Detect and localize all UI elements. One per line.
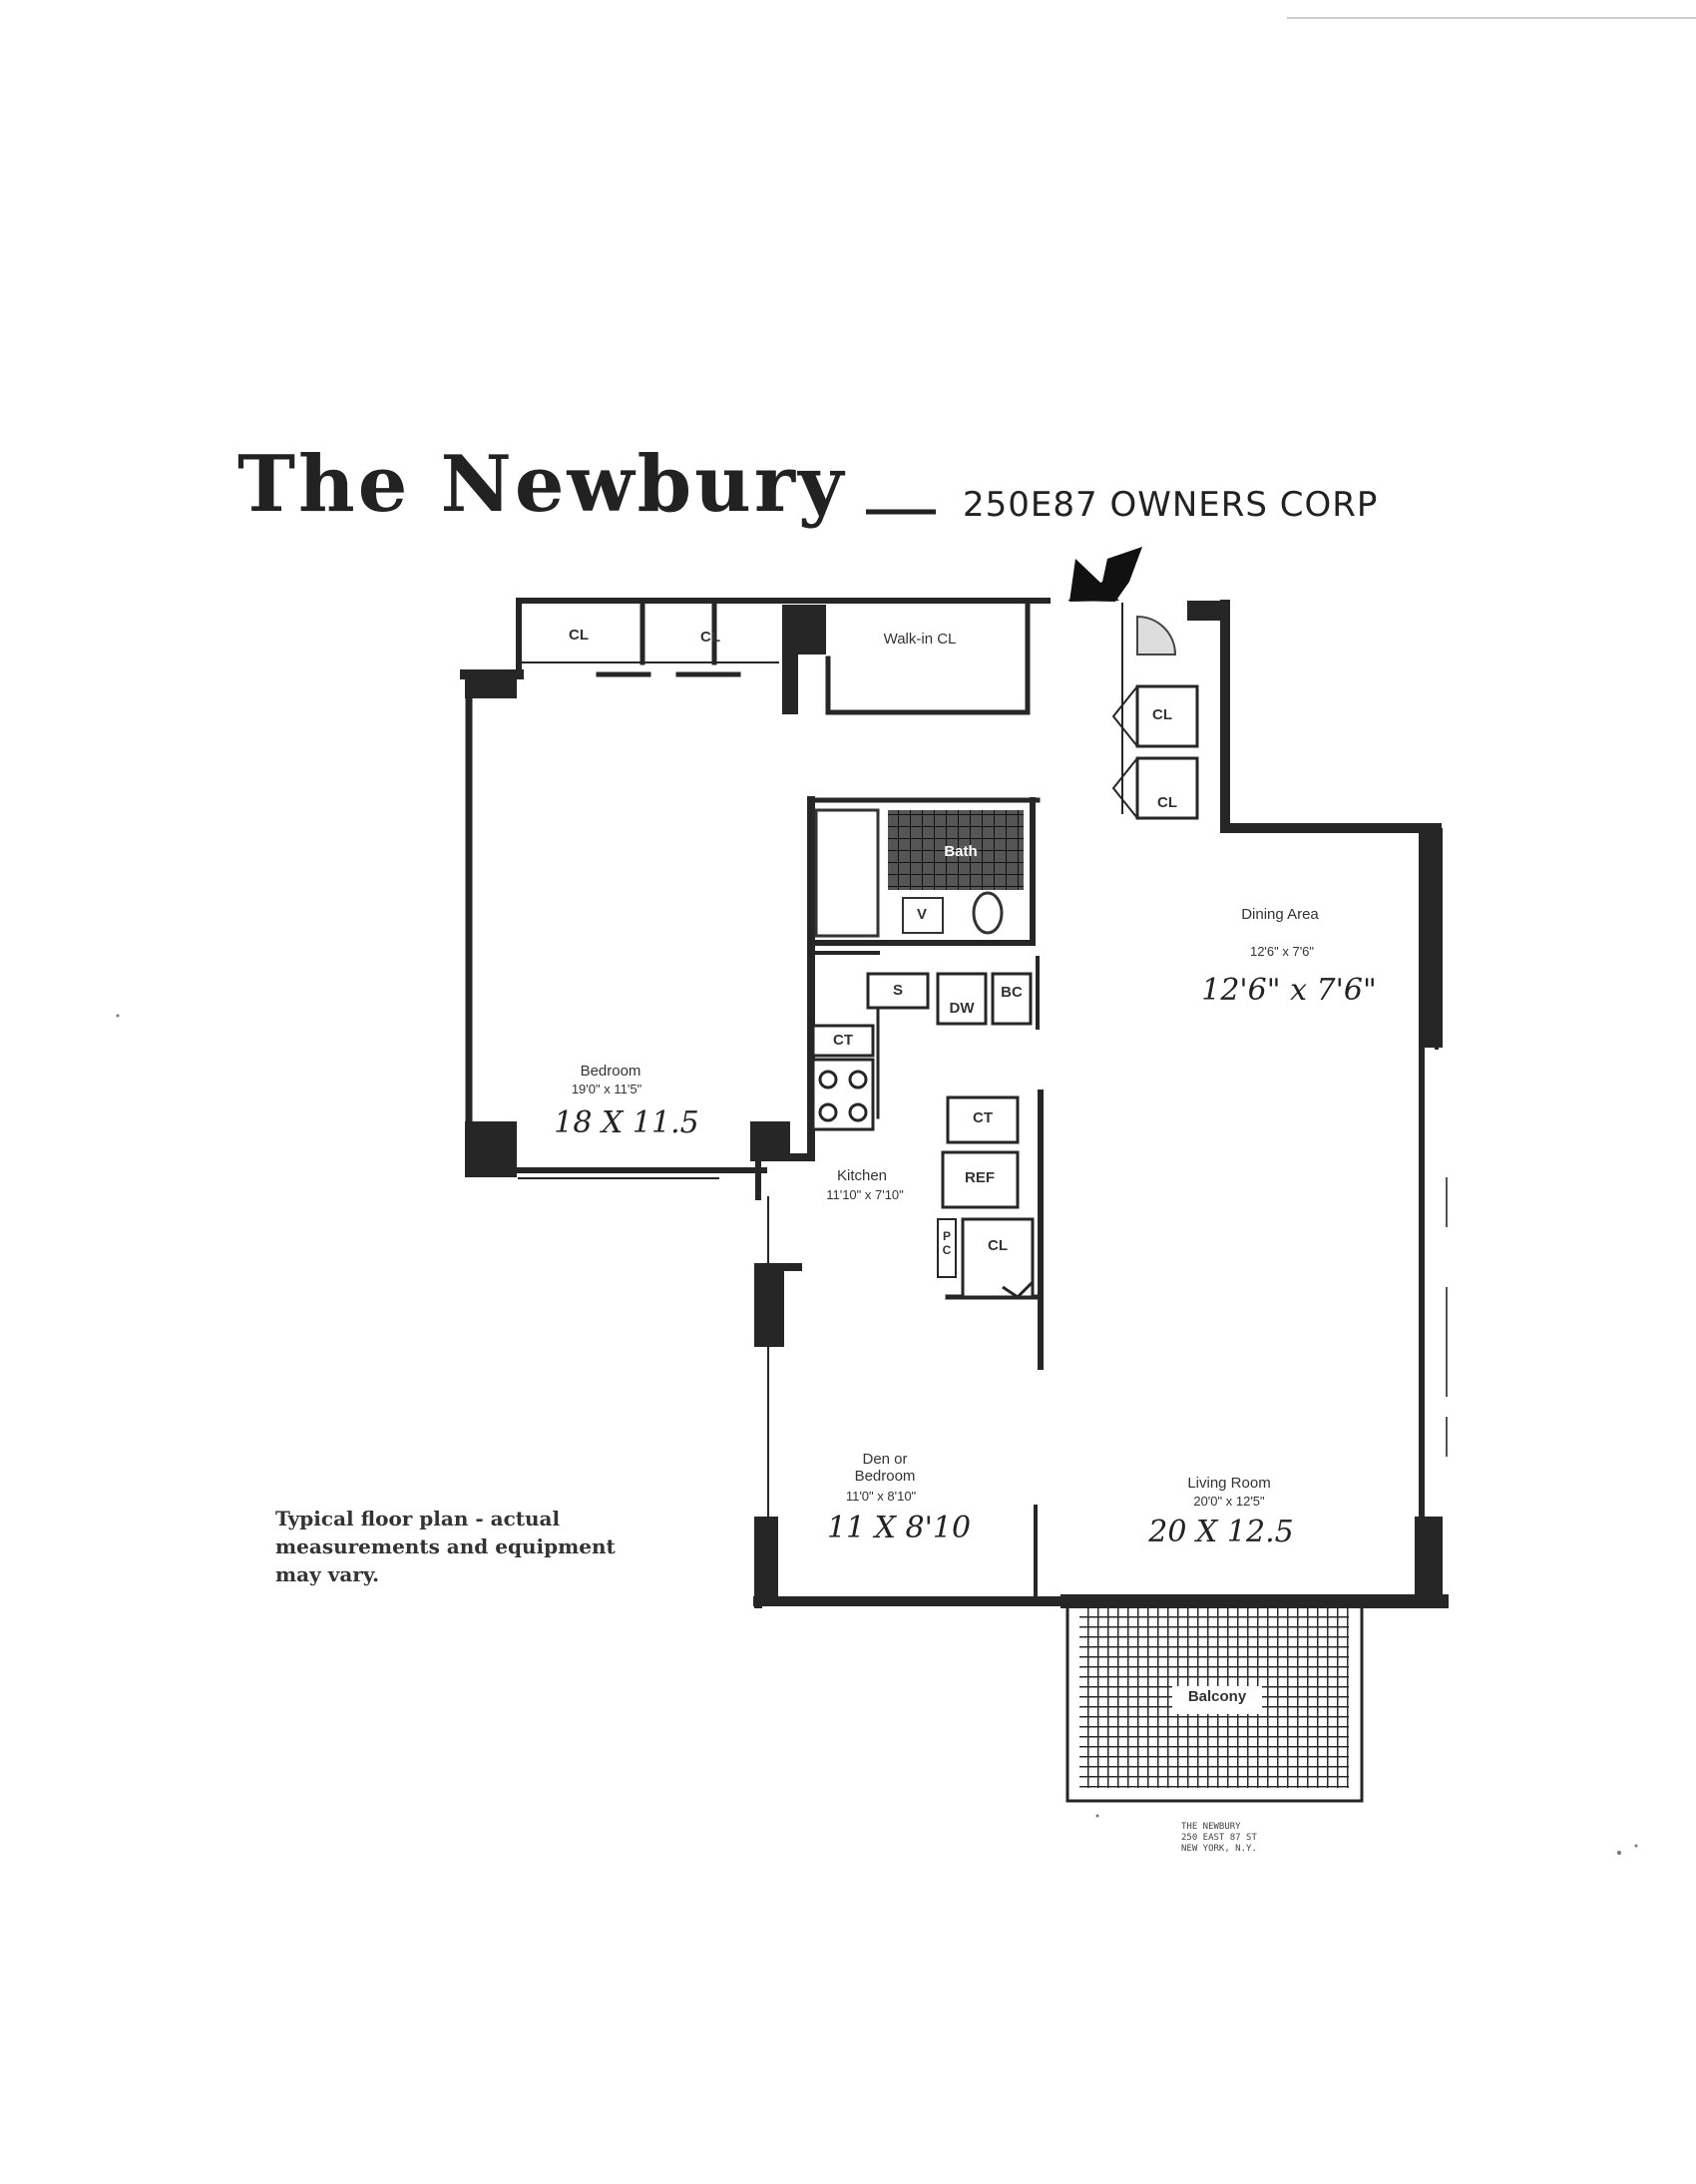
hall-closet-label-2: CL [1157, 794, 1177, 811]
bedroom-dims: 19'0" x 11'5" [571, 1082, 642, 1096]
walkin-closet-label: Walk-in CL [883, 631, 957, 648]
kitchen-name: Kitchen [836, 1167, 888, 1184]
sink-label: S [892, 982, 904, 999]
broom-closet-label: BC [1001, 984, 1023, 1001]
refrigerator-label: REF [965, 1169, 995, 1186]
footer-line-2: 250 EAST 87 ST [1181, 1833, 1257, 1843]
dishwasher-label: DW [949, 1000, 975, 1017]
living-room-name: Living Room [1187, 1475, 1271, 1492]
closet-label-1: CL [569, 627, 589, 644]
closet-label-2: CL [700, 629, 720, 646]
dining-name: Dining Area [1241, 906, 1319, 923]
counter-label-1: CT [833, 1032, 853, 1049]
counter-label-2: CT [973, 1109, 993, 1126]
kitchen-dims: 11'10" x 7'10" [826, 1187, 904, 1202]
bedroom-handwritten-dims: 18 X 11.5 [554, 1105, 699, 1140]
entry-door-swing [1136, 615, 1177, 655]
bedroom-name: Bedroom [580, 1063, 641, 1080]
dining-handwritten-dims: 12'6" x 7'6" [1201, 973, 1377, 1008]
owners-corp-subtitle: 250E87 OWNERS CORP [963, 485, 1379, 525]
hall-closets [1111, 684, 1199, 820]
pantry-label: P C [942, 1229, 952, 1257]
plan-footer: THE NEWBURY 250 EAST 87 ST NEW YORK, N.Y… [1181, 1822, 1257, 1855]
scan-specks [116, 1014, 1638, 1855]
footer-line-3: NEW YORK, N.Y. [1181, 1844, 1257, 1854]
bath-fixtures [814, 808, 1024, 938]
living-room-handwritten-dims: 20 X 12.5 [1148, 1515, 1294, 1549]
kitchen-fixtures [811, 972, 1035, 1299]
living-room-dims: 20'0" x 12'5" [1193, 1494, 1265, 1509]
vanity-label: V [916, 906, 928, 923]
balcony-label: Balcony [1187, 1688, 1247, 1705]
floor-plan-disclaimer: Typical floor plan - actual measurements… [275, 1507, 616, 1586]
kitchen-closet-label: CL [988, 1237, 1008, 1254]
columns [465, 601, 1443, 1606]
hall-closet-label-1: CL [1152, 706, 1172, 723]
balcony-drawing [1065, 1599, 1364, 1803]
den-name: Den or Bedroom [854, 1451, 916, 1485]
den-dims: 11'0" x 8'10" [845, 1489, 917, 1504]
dining-dims: 12'6" x 7'6" [1249, 944, 1315, 959]
bath-label: Bath [944, 843, 978, 860]
building-title: The Newbury [237, 439, 847, 530]
entry-arrow-icon [1067, 547, 1142, 602]
footer-line-1: THE NEWBURY [1181, 1822, 1241, 1832]
den-handwritten-dims: 11 X 8'10 [826, 1511, 972, 1545]
